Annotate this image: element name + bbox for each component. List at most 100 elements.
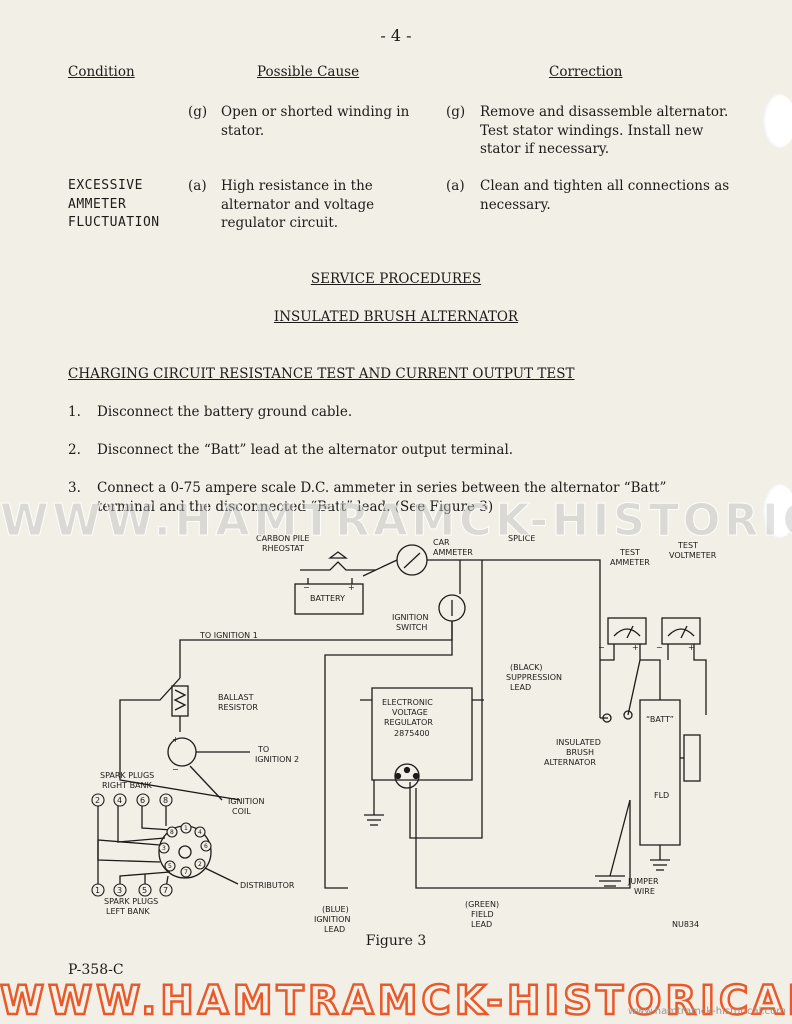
label-distributor: DISTRIBUTOR bbox=[240, 881, 295, 890]
label-spark-plugs-right: SPARK PLUGS bbox=[100, 771, 154, 780]
label-ignition-switch: SWITCH bbox=[396, 623, 427, 632]
plug-number: 4 bbox=[117, 796, 122, 805]
label-regulator: VOLTAGE bbox=[392, 708, 428, 717]
plug-number: 3 bbox=[117, 886, 122, 895]
plug-number: 1 bbox=[95, 886, 100, 895]
label-alternator: INSULATED bbox=[556, 738, 601, 747]
label-test-ammeter: AMMETER bbox=[610, 558, 650, 567]
label-suppression-lead: (BLACK) bbox=[510, 663, 543, 672]
label-suppression-lead: SUPPRESSION bbox=[506, 673, 562, 682]
label-car-ammeter: AMMETER bbox=[433, 548, 473, 557]
label-regulator: 2875400 bbox=[394, 729, 430, 738]
label-test-ammeter: TEST bbox=[619, 548, 640, 557]
dist-number: 5 bbox=[168, 863, 172, 870]
label-carbon-pile: RHEOSTAT bbox=[262, 544, 304, 553]
dist-number: 2 bbox=[198, 861, 202, 868]
svg-text:−: − bbox=[656, 643, 663, 652]
subsection-title: INSULATED BRUSH ALTERNATOR bbox=[273, 309, 519, 325]
label-blue-ignition-lead: LEAD bbox=[324, 925, 345, 934]
label-blue-ignition-lead: IGNITION bbox=[314, 915, 350, 924]
page-number: - 4 - bbox=[380, 26, 412, 45]
label-jumper-wire: JUMPER bbox=[627, 877, 659, 886]
watermark-footer: WWW.HAMTRAMCK-HISTORICAL.COM bbox=[0, 977, 792, 1024]
label-regulator: REGULATOR bbox=[384, 718, 433, 727]
label-car-ammeter: CAR bbox=[433, 538, 450, 547]
plug-number: 7 bbox=[163, 886, 168, 895]
plug-number: 8 bbox=[163, 796, 168, 805]
step-number: 3. bbox=[68, 480, 81, 496]
header-condition: Condition bbox=[68, 64, 135, 80]
battery bbox=[294, 583, 364, 615]
svg-text:−: − bbox=[598, 643, 605, 652]
label-ignition-coil: IGNITION bbox=[228, 797, 264, 806]
test-ammeter bbox=[607, 617, 647, 645]
label-ballast-resistor: RESISTOR bbox=[218, 703, 258, 712]
label-jumper-wire: WIRE bbox=[634, 887, 655, 896]
row1-cause-letter: (g) bbox=[188, 104, 208, 120]
ballast-resistor bbox=[171, 685, 189, 717]
label-green-field-lead: LEAD bbox=[471, 920, 492, 929]
label-alternator: BRUSH bbox=[566, 748, 594, 757]
label-suppression-lead: LEAD bbox=[510, 683, 531, 692]
label-alternator: ALTERNATOR bbox=[544, 758, 596, 767]
step-text: Disconnect the “Batt” lead at the altern… bbox=[97, 442, 514, 458]
label-regulator: ELECTRONIC bbox=[382, 698, 433, 707]
watermark-url: www.hamtramck-historical.com bbox=[628, 1006, 786, 1017]
step-number: 2. bbox=[68, 442, 81, 458]
label-green-field-lead: FIELD bbox=[471, 910, 494, 919]
svg-text:−: − bbox=[303, 583, 310, 592]
plug-number: 2 bbox=[95, 796, 100, 805]
label-spark-plugs-left: LEFT BANK bbox=[106, 907, 150, 916]
punch-hole bbox=[762, 94, 792, 148]
svg-text:−: − bbox=[172, 765, 179, 774]
label-test-voltmeter: VOLTMETER bbox=[669, 551, 717, 560]
label-spark-plugs-right: RIGHT BANK bbox=[102, 781, 153, 790]
alternator bbox=[639, 699, 681, 846]
footer-code: P-358-C bbox=[68, 962, 124, 978]
label-nu-code: NU834 bbox=[672, 920, 699, 929]
step-number: 1. bbox=[68, 404, 81, 420]
wiring-diagram: 2 4 6 8 1 3 5 7 8 1 4 3 6 5 7 2 −+ +− −+… bbox=[91, 534, 717, 934]
dist-number: 1 bbox=[184, 825, 188, 832]
label-splice: SPLICE bbox=[508, 534, 535, 543]
label-batt-terminal: “BATT” bbox=[646, 715, 674, 724]
label-fld: FLD bbox=[654, 791, 669, 800]
row2-cause-letter: (a) bbox=[188, 178, 207, 194]
punch-hole bbox=[762, 484, 792, 538]
label-ignition-switch: IGNITION bbox=[392, 613, 428, 622]
label-ignition-coil: COIL bbox=[232, 807, 251, 816]
step-text: Connect a 0-75 ampere scale D.C. ammeter… bbox=[97, 480, 667, 515]
dist-number: 6 bbox=[204, 843, 208, 850]
header-possible-cause: Possible Cause bbox=[257, 64, 360, 80]
svg-text:+: + bbox=[172, 735, 179, 744]
label-green-field-lead: (GREEN) bbox=[465, 900, 499, 909]
row1-correction-letter: (g) bbox=[446, 104, 466, 120]
svg-text:+: + bbox=[688, 643, 695, 652]
procedure-title: CHARGING CIRCUIT RESISTANCE TEST AND CUR… bbox=[68, 366, 575, 382]
row1-correction: Remove and disassemble alternator.Test s… bbox=[480, 104, 729, 157]
svg-text:+: + bbox=[348, 583, 355, 592]
row2-correction-letter: (a) bbox=[446, 178, 465, 194]
figure-caption: Figure 3 bbox=[365, 933, 427, 949]
label-ballast-resistor: BALLAST bbox=[218, 693, 254, 702]
watermark-center: WWW.HAMTRAMCK-HISTORICAL.COM bbox=[0, 495, 792, 547]
dist-number: 8 bbox=[170, 829, 174, 836]
label-spark-plugs-left: SPARK PLUGS bbox=[104, 897, 158, 906]
label-carbon-pile: CARBON PILE bbox=[256, 534, 309, 543]
label-test-voltmeter: TEST bbox=[677, 541, 698, 550]
label-to-ignition-2: TO bbox=[257, 745, 269, 754]
label-to-ignition-1: TO IGNITION 1 bbox=[199, 631, 258, 640]
section-title: SERVICE PROCEDURES bbox=[310, 271, 482, 287]
step-text: Disconnect the battery ground cable. bbox=[97, 404, 353, 420]
label-to-ignition-2: IGNITION 2 bbox=[255, 755, 299, 764]
plug-number: 5 bbox=[142, 886, 147, 895]
dist-number: 7 bbox=[184, 869, 188, 876]
label-blue-ignition-lead: (BLUE) bbox=[322, 905, 349, 914]
carbon-pile-rheostat bbox=[300, 561, 376, 571]
dist-number: 3 bbox=[162, 845, 166, 852]
dist-number: 4 bbox=[198, 829, 202, 836]
